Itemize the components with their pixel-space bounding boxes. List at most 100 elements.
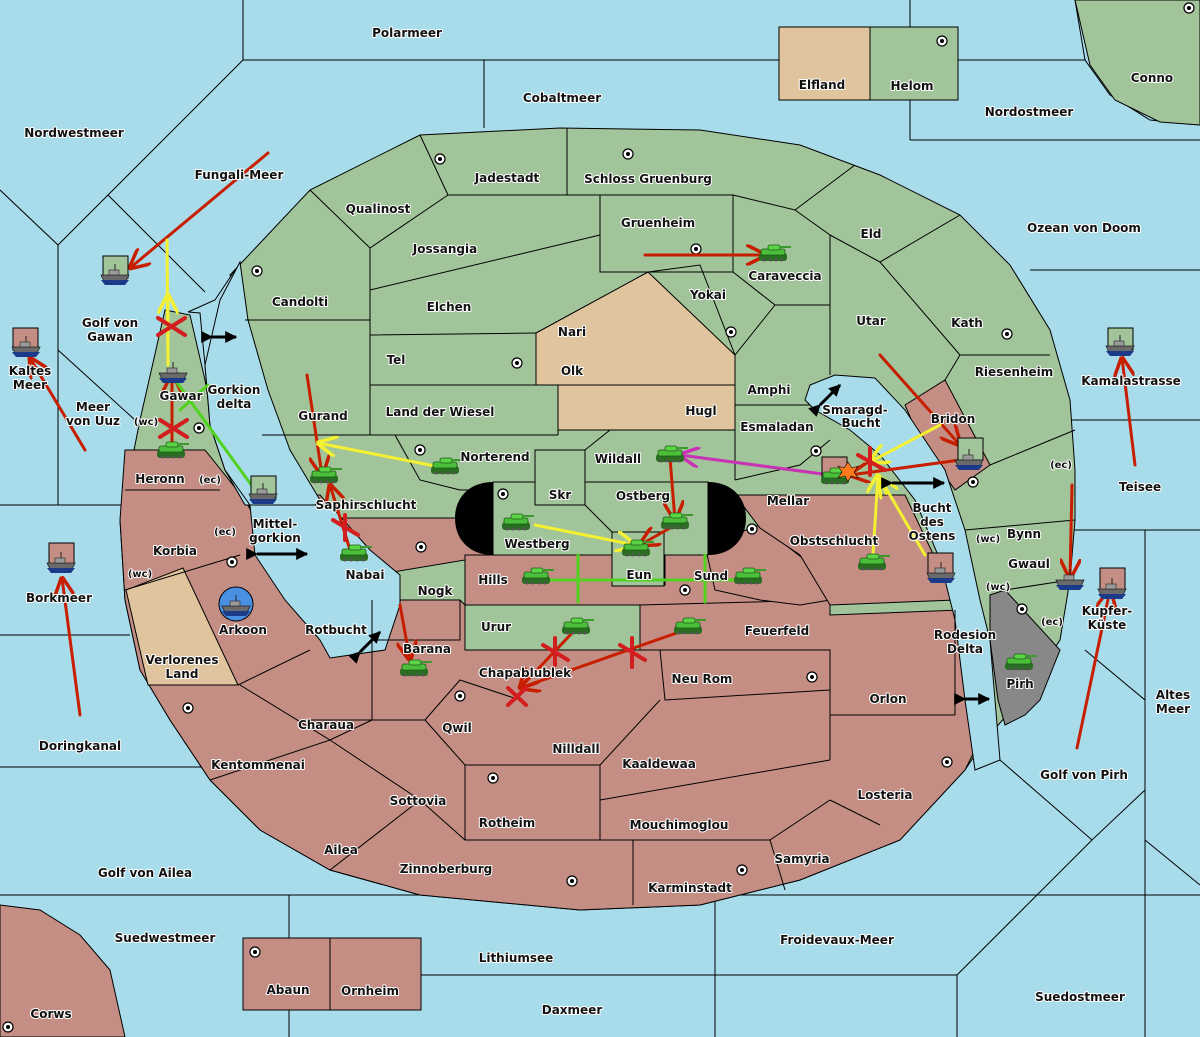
territory-label-verlorenes-land-2[interactable]: Land (165, 666, 200, 682)
territory-label-suedwestmeer[interactable]: Suedwestmeer (114, 930, 217, 946)
territory-label-saphirschlucht[interactable]: Saphirschlucht (315, 497, 418, 513)
territory-label-gawar[interactable]: Gawar (158, 388, 203, 404)
territory-label-nari[interactable]: Nari (557, 324, 587, 340)
territory-label-qwil[interactable]: Qwil (441, 720, 473, 736)
territory-label-qualinost[interactable]: Qualinost (345, 201, 412, 217)
territory-label-gruenheim[interactable]: Gruenheim (620, 215, 696, 231)
territory-label-golf-von-gawan-2[interactable]: Gawan (86, 329, 134, 345)
territory-label-kupferkueste-2[interactable]: Küste (1087, 617, 1128, 633)
territory-label-eld[interactable]: Eld (860, 226, 883, 242)
territory-label-bridon[interactable]: Bridon (930, 411, 977, 427)
territory-label-kaltes-meer-1[interactable]: Kaltes (8, 363, 53, 379)
territory-label-amphi[interactable]: Amphi (746, 382, 791, 398)
territory-label-rotbucht[interactable]: Rotbucht (304, 622, 368, 638)
territory-label-korbia[interactable]: Korbia (152, 543, 198, 559)
territory-label-kaaldewaa[interactable]: Kaaldewaa (621, 756, 697, 772)
territory-label-bynn[interactable]: Bynn (1006, 526, 1042, 542)
territory-label-cobaltmeer[interactable]: Cobaltmeer (522, 90, 602, 106)
territory-label-teisee[interactable]: Teisee (1118, 479, 1162, 495)
territory-label-nordostmeer[interactable]: Nordostmeer (984, 104, 1075, 120)
territory-label-pirh[interactable]: Pirh (1005, 676, 1034, 692)
territory-label-barana[interactable]: Barana (402, 641, 452, 657)
territory-label-abaun[interactable]: Abaun (265, 982, 310, 998)
territory-label-orlon[interactable]: Orlon (868, 691, 907, 707)
territory-label-jossangia[interactable]: Jossangia (411, 241, 478, 257)
territory-label-smaragd-bucht-1[interactable]: Smaragd- (821, 402, 888, 418)
territory-label-obstschlucht[interactable]: Obstschlucht (789, 533, 880, 549)
territory-label-golf-von-ailea[interactable]: Golf von Ailea (97, 865, 193, 881)
territory-label-wildall[interactable]: Wildall (594, 451, 642, 467)
territory-label-mouchimoglou[interactable]: Mouchimoglou (629, 817, 730, 833)
territory-label-rodesion-delta-1[interactable]: Rodesion (933, 627, 997, 643)
territory-label-nabai[interactable]: Nabai (345, 567, 386, 583)
territory-label-kentommenai[interactable]: Kentommenai (210, 757, 306, 773)
territory-label-golf-von-gawan-1[interactable]: Golf von (81, 315, 139, 331)
territory-label-losteria[interactable]: Losteria (856, 787, 913, 803)
territory-label-urur[interactable]: Urur (480, 619, 512, 635)
territory-label-mittelgorkion-1[interactable]: Mittel- (252, 516, 299, 532)
territory-label-ostberg[interactable]: Ostberg (615, 488, 671, 504)
territory-label-eun[interactable]: Eun (625, 567, 652, 583)
territory-label-schloss-gruenburg[interactable]: Schloss Gruenburg (583, 171, 713, 187)
territory-label-karminstadt[interactable]: Karminstadt (647, 880, 733, 896)
territory-label-sottovia[interactable]: Sottovia (389, 793, 448, 809)
territory-label-nogk[interactable]: Nogk (417, 583, 455, 599)
territory-label-gwaul[interactable]: Gwaul (1007, 556, 1051, 572)
territory-label-esmaladan[interactable]: Esmaladan (739, 419, 814, 435)
territory-label-smaragd-bucht-2[interactable]: Bucht (840, 415, 881, 431)
territory-label-nordwestmeer[interactable]: Nordwestmeer (23, 125, 125, 141)
territory-label-doringkanal[interactable]: Doringkanal (38, 738, 122, 754)
territory-label-rodesion-delta-2[interactable]: Delta (946, 641, 984, 657)
territory-label-land-der-wiesel[interactable]: Land der Wiesel (385, 404, 496, 420)
territory-label-ailea[interactable]: Ailea (323, 842, 359, 858)
territory-label-bucht-des-ostens-1[interactable]: Bucht (911, 500, 952, 516)
territory-label-corws[interactable]: Corws (29, 1006, 72, 1022)
territory-label-nilldall[interactable]: Nilldall (551, 741, 600, 757)
territory-label-ozean-von-doom[interactable]: Ozean von Doom (1026, 220, 1142, 236)
territory-label-feuerfeld[interactable]: Feuerfeld (744, 623, 811, 639)
territory-label-kath[interactable]: Kath (950, 315, 984, 331)
territory-label-riesenheim[interactable]: Riesenheim (974, 364, 1055, 380)
territory-label-fungali-meer[interactable]: Fungali-Meer (194, 167, 285, 183)
territory-label-meer-von-uuz-2[interactable]: von Uuz (65, 413, 121, 429)
territory-label-norterend[interactable]: Norterend (459, 449, 530, 465)
territory-label-skr[interactable]: Skr (548, 487, 573, 503)
territory-label-westberg[interactable]: Westberg (503, 536, 570, 552)
territory-label-kaltes-meer-2[interactable]: Meer (12, 377, 48, 393)
territory-label-chapablublek[interactable]: Chapablublek (478, 665, 573, 681)
territory-label-heronn[interactable]: Heronn (134, 471, 185, 487)
territory-label-arkoon[interactable]: Arkoon (218, 622, 268, 638)
territory-label-mittelgorkion-2[interactable]: gorkion (248, 530, 302, 546)
territory-label-meer-von-uuz-1[interactable]: Meer (75, 399, 111, 415)
territory-label-gorkion-delta-1[interactable]: Gorkion (207, 382, 262, 398)
territory-label-conno[interactable]: Conno (1130, 70, 1174, 86)
territory-label-froidevaux-meer[interactable]: Froidevaux-Meer (779, 932, 895, 948)
territory-label-helom[interactable]: Helom (889, 78, 934, 94)
territory-label-rotheim[interactable]: Rotheim (478, 815, 537, 831)
territory-label-hugl[interactable]: Hugl (684, 403, 717, 419)
territory-label-borkmeer[interactable]: Borkmeer (25, 590, 93, 606)
territory-label-caraveccia[interactable]: Caraveccia (747, 268, 822, 284)
territory-label-gurand[interactable]: Gurand (297, 408, 349, 424)
territory-label-hills[interactable]: Hills (477, 572, 509, 588)
territory-label-daxmeer[interactable]: Daxmeer (541, 1002, 604, 1018)
territory-label-elfland[interactable]: Elfland (798, 77, 846, 93)
territory-label-gorkion-delta-2[interactable]: delta (216, 396, 253, 412)
territory-label-elchen[interactable]: Elchen (426, 299, 473, 315)
territory-label-suedostmeer[interactable]: Suedostmeer (1034, 989, 1126, 1005)
territory-label-sund[interactable]: Sund (693, 568, 729, 584)
territory-label-candolti[interactable]: Candolti (271, 294, 329, 310)
territory-label-utar[interactable]: Utar (855, 313, 887, 329)
territory-label-altes-meer-1[interactable]: Altes (1155, 687, 1191, 703)
territory-label-tel[interactable]: Tel (386, 352, 407, 368)
territory-label-lithiumsee[interactable]: Lithiumsee (478, 950, 555, 966)
territory-label-ornheim[interactable]: Ornheim (340, 983, 400, 999)
territory-label-mellar[interactable]: Mellar (766, 493, 810, 509)
territory-label-neu-rom[interactable]: Neu Rom (671, 671, 734, 687)
territory-label-jadestadt[interactable]: Jadestadt (473, 170, 541, 186)
territory-label-golf-von-pirh[interactable]: Golf von Pirh (1039, 767, 1129, 783)
territory-label-kupferkueste-1[interactable]: Kupfer- (1081, 603, 1133, 619)
territory-label-olk[interactable]: Olk (560, 363, 585, 379)
territory-label-verlorenes-land-1[interactable]: Verlorenes (145, 652, 220, 668)
territory-label-yokai[interactable]: Yokai (688, 287, 727, 303)
